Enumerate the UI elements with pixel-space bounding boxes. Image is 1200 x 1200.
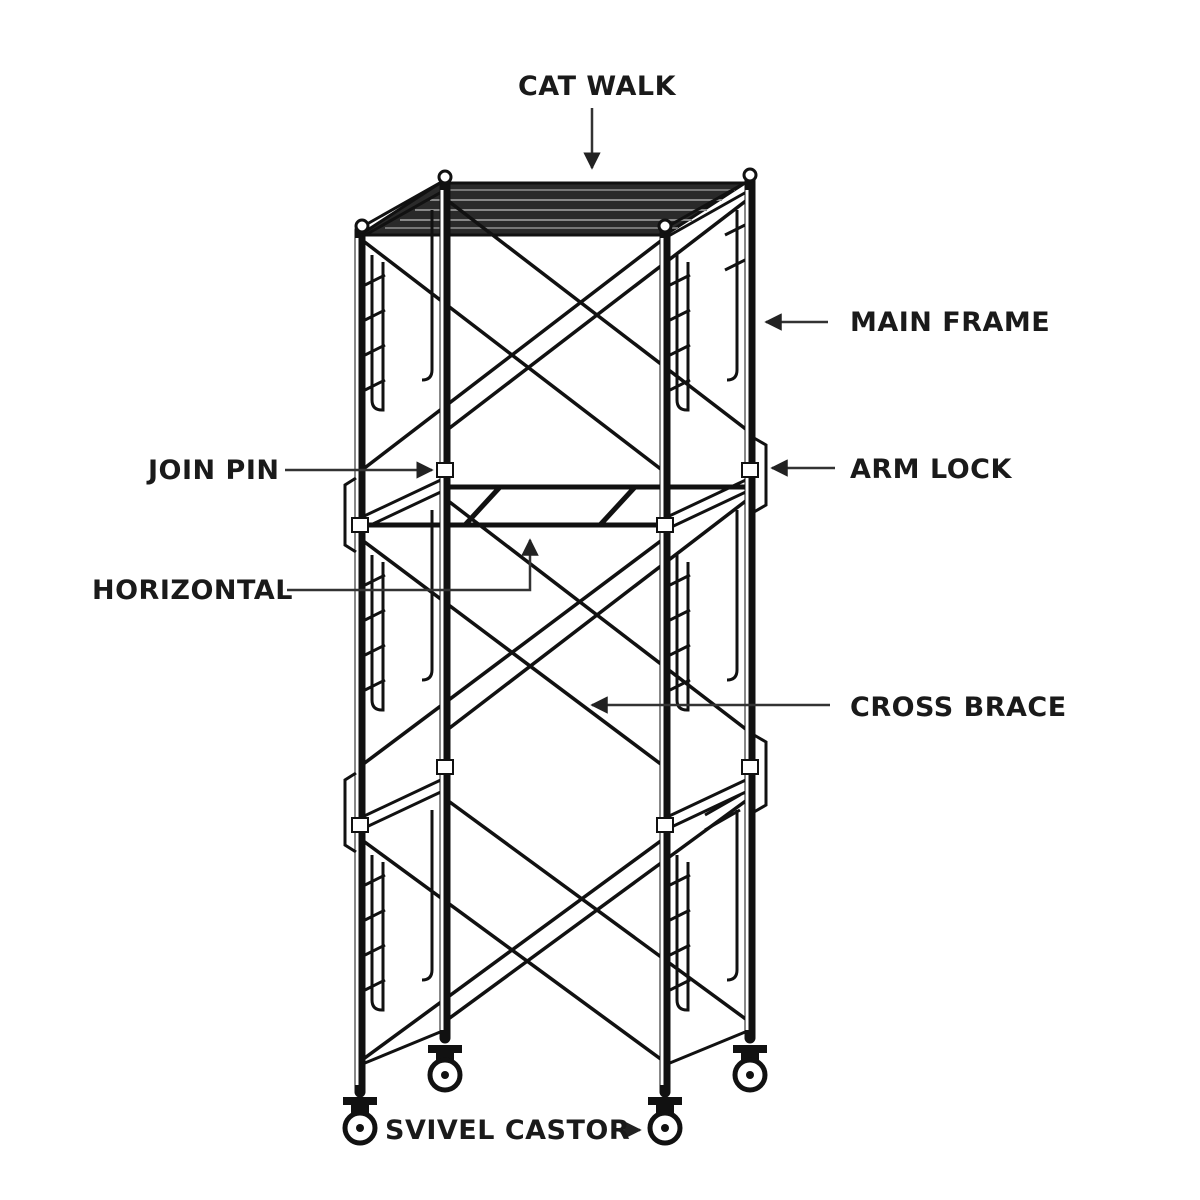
castor-front-right (647, 1097, 683, 1146)
main-frame-label: MAIN FRAME (850, 307, 1050, 338)
cat-walk-label: CAT WALK (518, 71, 677, 102)
swivel-castors (342, 1045, 768, 1146)
main-frame-right (669, 210, 746, 1012)
horizontal-frame (359, 476, 751, 532)
labels: CAT WALK MAIN FRAME JOIN PIN ARM LOCK HO… (92, 71, 1067, 1146)
join-pin-label: JOIN PIN (146, 455, 279, 486)
join-pins (351, 462, 759, 833)
main-frame-posts (354, 174, 756, 1098)
scaffold-tower (342, 167, 768, 1146)
cross-brace-front (360, 238, 664, 1062)
horizontal-leader (287, 538, 539, 592)
swivel-castor-label: SVIVEL CASTOR (385, 1115, 630, 1146)
castor-back-left (427, 1045, 463, 1093)
arm-lock-label: ARM LOCK (850, 454, 1012, 485)
cross-brace-back (445, 198, 749, 1022)
horizontal-label: HORIZONTAL (92, 575, 293, 606)
main-frame-left (364, 210, 434, 1012)
castor-front-left (342, 1097, 378, 1146)
leader-lines (285, 108, 835, 1139)
arm-locks (343, 436, 768, 854)
cross-brace-label: CROSS BRACE (850, 692, 1067, 723)
castor-back-right (732, 1045, 768, 1093)
cat-walk-platform (354, 181, 751, 237)
